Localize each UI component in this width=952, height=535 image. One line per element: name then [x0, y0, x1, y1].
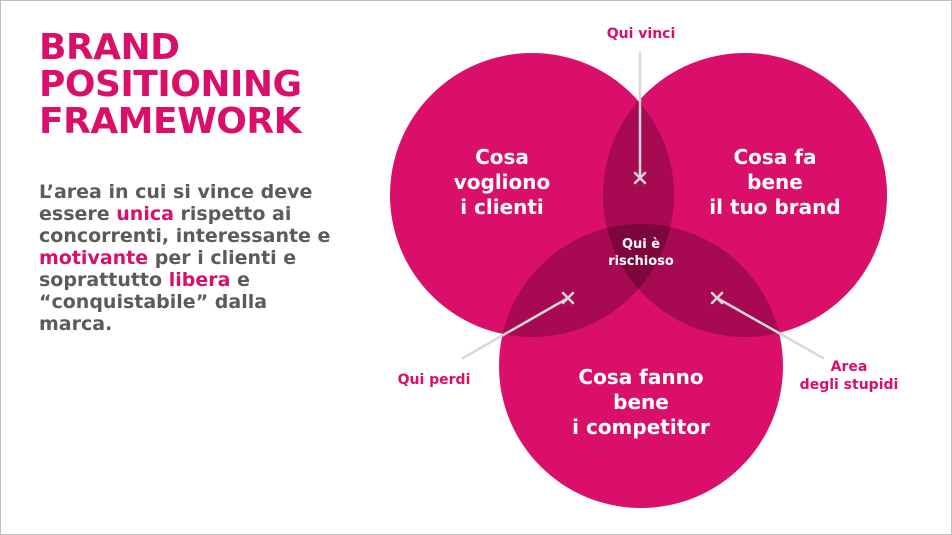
- overlap-brand-competitors: [603, 224, 783, 337]
- description-part-2: rispetto ai concorrenti, interessante e: [39, 203, 331, 247]
- title-line-3: FRAMEWORK: [39, 101, 302, 142]
- cross-area-stupidi-b: [710, 291, 724, 305]
- label-brand: Cosa fa bene il tuo brand: [709, 145, 840, 219]
- title-line-1: BRAND: [39, 27, 180, 68]
- title-line-2: POSITIONING: [39, 64, 302, 105]
- cross-qui-perdi-b: [561, 291, 575, 305]
- annotation-area-line-2: degli stupidi: [800, 377, 899, 393]
- highlight-unica: unica: [116, 203, 174, 225]
- description-part-3: per i clienti e soprattutto: [39, 247, 297, 291]
- description-part-1: L’area in cui si vince deve essere: [39, 181, 313, 225]
- label-center: Qui è rischioso: [608, 237, 674, 269]
- label-customers: Cosa vogliono i clienti: [454, 145, 551, 219]
- label-competitors-line-2: bene: [613, 390, 669, 414]
- annotation-qui-perdi: Qui perdi: [398, 372, 471, 388]
- description-text: L’area in cui si vince deve essere unica…: [39, 181, 339, 335]
- label-competitors-line-3: i competitor: [572, 415, 710, 439]
- pointer-lines: [461, 51, 825, 360]
- annotation-area-line-1: Area: [831, 359, 868, 375]
- label-brand-line-3: il tuo brand: [709, 195, 840, 219]
- pointer-qui-perdi: [461, 296, 570, 360]
- page-title: BRAND POSITIONING FRAMEWORK: [39, 29, 302, 140]
- label-competitors-line-1: Cosa fanno: [578, 365, 703, 389]
- label-brand-line-2: bene: [747, 170, 803, 194]
- description-part-4: e “conquistabile” dalla marca.: [39, 269, 268, 335]
- pointer-area-stupidi: [715, 296, 825, 360]
- highlight-motivante: motivante: [39, 247, 149, 269]
- label-center-line-2: rischioso: [608, 254, 674, 269]
- label-customers-line-1: Cosa: [475, 145, 529, 169]
- label-competitors: Cosa fanno bene i competitor: [572, 365, 710, 439]
- annotation-qui-vinci: Qui vinci: [607, 26, 676, 42]
- label-customers-line-2: vogliono: [454, 170, 551, 194]
- label-brand-line-1: Cosa fa: [734, 145, 817, 169]
- label-customers-line-3: i clienti: [460, 195, 544, 219]
- highlight-libera: libera: [168, 269, 231, 291]
- label-center-line-1: Qui è: [622, 237, 660, 252]
- cross-qui-vinci-b: [633, 171, 647, 185]
